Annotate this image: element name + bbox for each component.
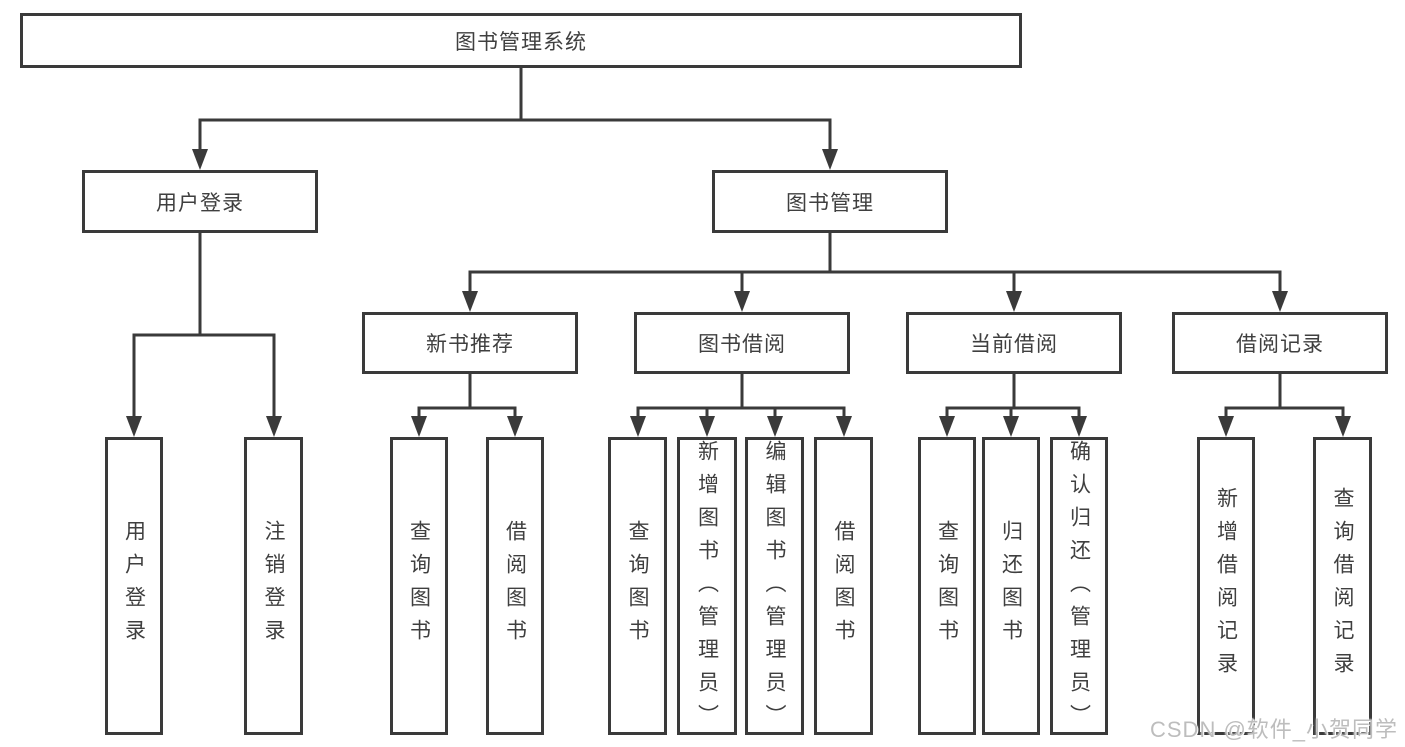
- leaf-logout: 注销登录: [244, 437, 303, 735]
- leaf-user-login: 用户登录: [105, 437, 163, 735]
- leaf-label: 新增图书（管理员）: [695, 440, 719, 737]
- connector-current-borrow-to-leaves: [939, 372, 1087, 437]
- leaf-label: 归还图书: [999, 520, 1023, 652]
- node-label: 图书管理系统: [455, 30, 587, 54]
- leaf-label: 用户登录: [122, 520, 146, 652]
- leaf-label: 查询图书: [626, 520, 649, 652]
- leaf-label: 借阅图书: [832, 520, 855, 652]
- leaf-edit-book-admin: 编辑图书（管理员）: [745, 437, 804, 737]
- leaf-confirm-return-admin: 确认归还（管理员）: [1050, 437, 1108, 737]
- node-label: 图书借阅: [698, 333, 786, 356]
- connector-book-borrow-to-leaves: [630, 372, 852, 437]
- leaf-label: 查询借阅记录: [1331, 487, 1354, 685]
- connector-new-book-to-leaves: [411, 372, 523, 437]
- leaf-query-borrow-record: 查询借阅记录: [1313, 437, 1372, 735]
- leaf-borrow-books-recommend: 借阅图书: [486, 437, 544, 735]
- leaf-label: 编辑图书（管理员）: [763, 440, 786, 737]
- leaf-return-book: 归还图书: [982, 437, 1040, 735]
- csdn-watermark: CSDN @软件_小贺同学: [1150, 717, 1399, 742]
- node-label: 用户登录: [156, 191, 244, 215]
- node-borrow-records: 借阅记录: [1172, 312, 1388, 374]
- leaf-label: 确认归还（管理员）: [1067, 440, 1091, 737]
- node-label: 借阅记录: [1236, 333, 1324, 356]
- connector-borrow-records-to-leaves: [1218, 372, 1351, 437]
- node-book-borrow: 图书借阅: [634, 312, 850, 374]
- connector-user-login-to-leaves: [126, 231, 282, 437]
- leaf-label: 注销登录: [262, 520, 285, 652]
- node-book-management: 图书管理: [712, 170, 948, 233]
- node-label: 新书推荐: [426, 333, 514, 356]
- leaf-label: 借阅图书: [503, 520, 527, 652]
- node-library-system-root: 图书管理系统: [20, 13, 1022, 68]
- leaf-label: 查询图书: [935, 520, 959, 652]
- node-current-borrow: 当前借阅: [906, 312, 1122, 374]
- connector-book-management-to-level3: [462, 231, 1288, 312]
- leaf-label: 新增借阅记录: [1214, 487, 1238, 685]
- leaf-borrow-books: 借阅图书: [814, 437, 873, 735]
- leaf-query-books-current: 查询图书: [918, 437, 976, 735]
- connector-root-to-level2: [192, 66, 838, 170]
- leaf-label: 查询图书: [407, 520, 431, 652]
- leaf-add-borrow-record: 新增借阅记录: [1197, 437, 1255, 735]
- node-label: 图书管理: [786, 191, 874, 215]
- leaf-add-book-admin: 新增图书（管理员）: [677, 437, 737, 737]
- node-new-book-recommend: 新书推荐: [362, 312, 578, 374]
- leaf-query-books-borrow: 查询图书: [608, 437, 667, 735]
- node-user-login: 用户登录: [82, 170, 318, 233]
- leaf-query-books-recommend: 查询图书: [390, 437, 448, 735]
- node-label: 当前借阅: [970, 333, 1058, 356]
